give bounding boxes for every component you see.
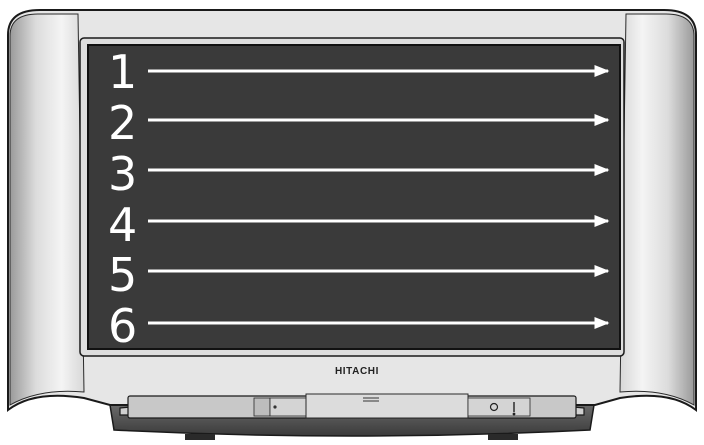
scan-line-number: 2	[108, 96, 137, 150]
scan-line-number: 5	[108, 248, 137, 302]
scan-line-5: 5	[108, 248, 610, 302]
scan-line-3: 3	[108, 147, 610, 201]
scan-line-number: 3	[108, 147, 137, 201]
tv-screen	[87, 44, 621, 350]
scan-line-number: 6	[108, 299, 137, 353]
scan-line-number: 4	[108, 198, 137, 252]
control-panel	[119, 393, 585, 419]
brand-logo: HITACHI	[335, 366, 379, 377]
led-icon	[273, 405, 277, 409]
scan-line-6: 6	[108, 299, 610, 353]
scan-line-2: 2	[108, 96, 610, 150]
scan-line-4: 4	[108, 198, 610, 252]
power-icon[interactable]	[489, 402, 499, 412]
scan-line-number: 1	[108, 45, 137, 99]
left-side-panel	[9, 13, 85, 406]
switch-icon[interactable]	[512, 402, 516, 416]
right-side-panel	[619, 13, 695, 406]
scan-line-1: 1	[108, 45, 610, 99]
